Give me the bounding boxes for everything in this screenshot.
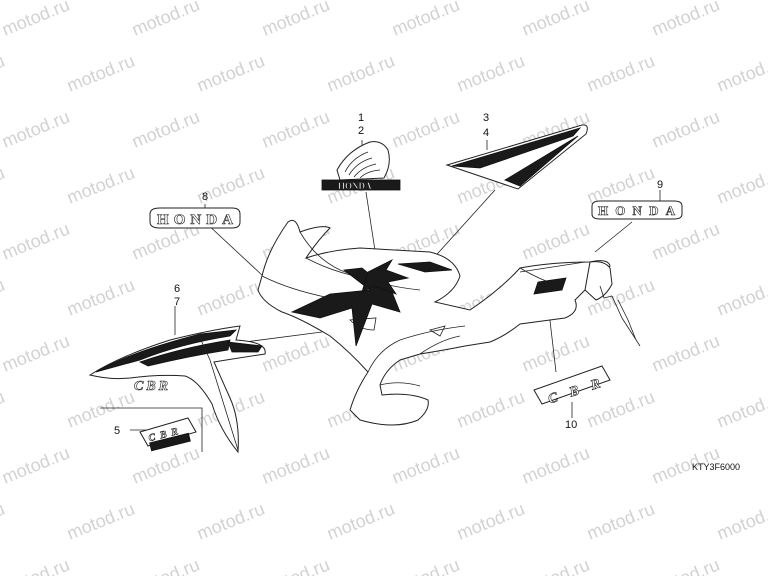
watermark-text: motod.ru <box>129 0 202 40</box>
watermark-text: motod.ru <box>389 107 462 152</box>
watermark-text: motod.ru <box>324 499 397 544</box>
watermark-text: motod.ru <box>259 443 332 488</box>
watermark-text: motod.ru <box>454 51 527 96</box>
callout-numbers: 1 2 3 4 5 6 7 8 9 10 <box>114 112 663 437</box>
watermark-text: motod.ru <box>519 219 592 264</box>
watermark-text: motod.ru <box>0 219 72 264</box>
cbr-label-decal: CBR <box>139 417 197 452</box>
honda-badge-left: HONDA <box>149 207 241 229</box>
watermark-text: motod.ru <box>0 0 72 40</box>
watermark-text: motod.ru <box>649 331 722 376</box>
callout-8: 8 <box>202 191 208 203</box>
watermark-text: motod.ru <box>129 555 202 576</box>
watermark-text: motod.ru <box>0 163 7 208</box>
honda-badge-left-text: HONDA <box>157 212 233 228</box>
watermark-text: motod.ru <box>454 387 527 432</box>
callout-2: 2 <box>358 125 364 137</box>
watermark-text: motod.ru <box>649 555 722 576</box>
watermark-text: motod.ru <box>389 443 462 488</box>
watermark-text: motod.ru <box>649 107 722 152</box>
watermark-text: motod.ru <box>64 499 137 544</box>
callout-10: 10 <box>565 419 577 431</box>
watermark-text: motod.ru <box>324 51 397 96</box>
watermark-text: motod.ru <box>584 51 657 96</box>
watermark-text: motod.ru <box>194 275 267 320</box>
watermark-text: motod.ru <box>584 499 657 544</box>
watermark-text: motod.ru <box>259 331 332 376</box>
callout-6: 6 <box>174 283 180 295</box>
watermark-text: motod.ru <box>714 387 768 432</box>
watermark-text: motod.ru <box>0 107 72 152</box>
motorcycle-fairing-body <box>257 219 641 426</box>
watermark-text: motod.ru <box>259 0 332 40</box>
watermark-text: motod.ru <box>519 555 592 576</box>
watermark-text: motod.ru <box>649 0 722 40</box>
watermark-text: motod.ru <box>64 387 137 432</box>
watermark-text: motod.ru <box>194 51 267 96</box>
side-stripe-model-text: CBR <box>134 379 168 394</box>
watermark-text: motod.ru <box>714 51 768 96</box>
watermark-text: motod.ru <box>389 0 462 40</box>
diagram-code: KTY3F6000 <box>692 462 740 472</box>
callout-5: 5 <box>114 425 120 437</box>
watermark-text: motod.ru <box>0 387 7 432</box>
callout-3: 3 <box>483 112 489 124</box>
watermark-text: motod.ru <box>0 331 72 376</box>
callout-7: 7 <box>174 296 180 308</box>
watermark-text: motod.ru <box>129 443 202 488</box>
watermark-text: motod.ru <box>714 163 768 208</box>
callout-9: 9 <box>657 179 663 191</box>
watermark-text: motod.ru <box>64 163 137 208</box>
watermark-text: motod.ru <box>649 219 722 264</box>
watermark-text: motod.ru <box>129 107 202 152</box>
watermark-text: motod.ru <box>519 443 592 488</box>
cbr-badge-decal: CBR <box>533 365 611 408</box>
callout-4: 4 <box>483 127 489 139</box>
watermark-text: motod.ru <box>0 51 7 96</box>
watermark-text: motod.ru <box>0 555 72 576</box>
triangle-stripe-decal <box>445 124 588 190</box>
side-stripe-decal: CBR <box>88 325 266 454</box>
watermark-text: motod.ru <box>259 107 332 152</box>
watermark-text: motod.ru <box>0 499 7 544</box>
watermark-text: motod.ru <box>259 555 332 576</box>
watermark-text: motod.ru <box>714 275 768 320</box>
honda-badge-right-text: HONDA <box>598 203 676 218</box>
watermark-text: motod.ru <box>194 499 267 544</box>
wing-emblem-brand-text: HONDA <box>338 181 372 191</box>
watermark-text: motod.ru <box>64 275 137 320</box>
watermark-text: motod.ru <box>0 443 72 488</box>
callout-1: 1 <box>358 112 364 124</box>
watermark-text: motod.ru <box>584 387 657 432</box>
wing-emblem-decal: HONDA <box>321 141 401 191</box>
watermark-text: motod.ru <box>714 499 768 544</box>
watermark-text: motod.ru <box>454 499 527 544</box>
watermark-text: motod.ru <box>519 0 592 40</box>
watermark-text: motod.ru <box>389 555 462 576</box>
watermark-text: motod.ru <box>0 275 7 320</box>
watermark-text: motod.ru <box>64 51 137 96</box>
leader-lines <box>100 140 661 452</box>
honda-badge-right: HONDA <box>591 200 683 220</box>
